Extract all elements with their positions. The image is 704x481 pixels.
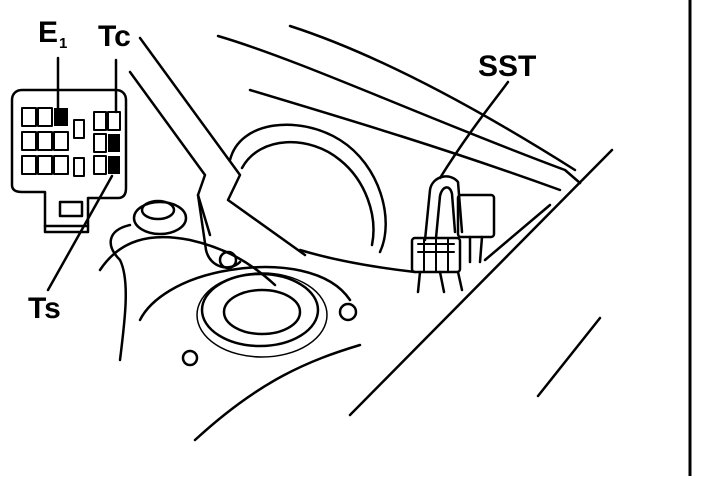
sst-connector-lead: [470, 237, 482, 262]
strut-dome: [230, 125, 386, 252]
diag-connector-feet: [418, 272, 462, 292]
hood-edge-upper: [218, 36, 580, 183]
label-sst: SST: [478, 50, 537, 83]
label-e1-subscript: 1: [59, 35, 68, 52]
brace-plate: [198, 195, 240, 267]
body-line-1: [350, 150, 612, 415]
terminal-block-base: [45, 226, 88, 232]
mount-large-inner: [224, 290, 300, 334]
bolt-1: [220, 252, 236, 268]
sst-harness-loop: [425, 176, 462, 240]
engine-mount-top: [100, 237, 275, 285]
bolt-2: [340, 304, 356, 320]
label-tc: Tc: [98, 20, 131, 53]
brace-bar: [140, 38, 305, 255]
ts-leader: [48, 176, 112, 290]
mount-large: [202, 274, 318, 346]
body-line-2: [538, 318, 600, 396]
engine-lower-line: [195, 345, 360, 440]
sst-harness-loop-inner: [436, 187, 455, 238]
label-e1-text: E: [38, 16, 59, 49]
dome-base: [300, 250, 415, 272]
mount-large-ring: [197, 273, 327, 357]
terminal-ts-filled: [108, 156, 120, 174]
body-line-3: [485, 205, 550, 260]
terminal-grid-left: [22, 108, 84, 176]
hood-edge-inner: [250, 90, 560, 190]
terminal-grid-right: [94, 112, 120, 174]
terminal-block: [12, 90, 126, 226]
brace-bar-lower: [130, 72, 210, 235]
terminal-tab: [60, 202, 82, 216]
hood-edge-lower: [290, 26, 575, 170]
label-e1: E1: [38, 16, 68, 52]
terminal-e1-filled: [54, 108, 68, 126]
engine-body-curve: [140, 267, 350, 320]
label-ts: Ts: [28, 292, 61, 325]
strut-dome-inner: [242, 142, 373, 245]
sst-connector-body: [458, 195, 494, 237]
diag-connector-detail: [418, 238, 454, 272]
sst-leader: [440, 82, 508, 178]
terminal-tc-filled: [108, 134, 120, 152]
cap-left-top: [142, 201, 174, 219]
engine-mount-outline: [111, 225, 130, 360]
bolt-3: [183, 351, 197, 365]
